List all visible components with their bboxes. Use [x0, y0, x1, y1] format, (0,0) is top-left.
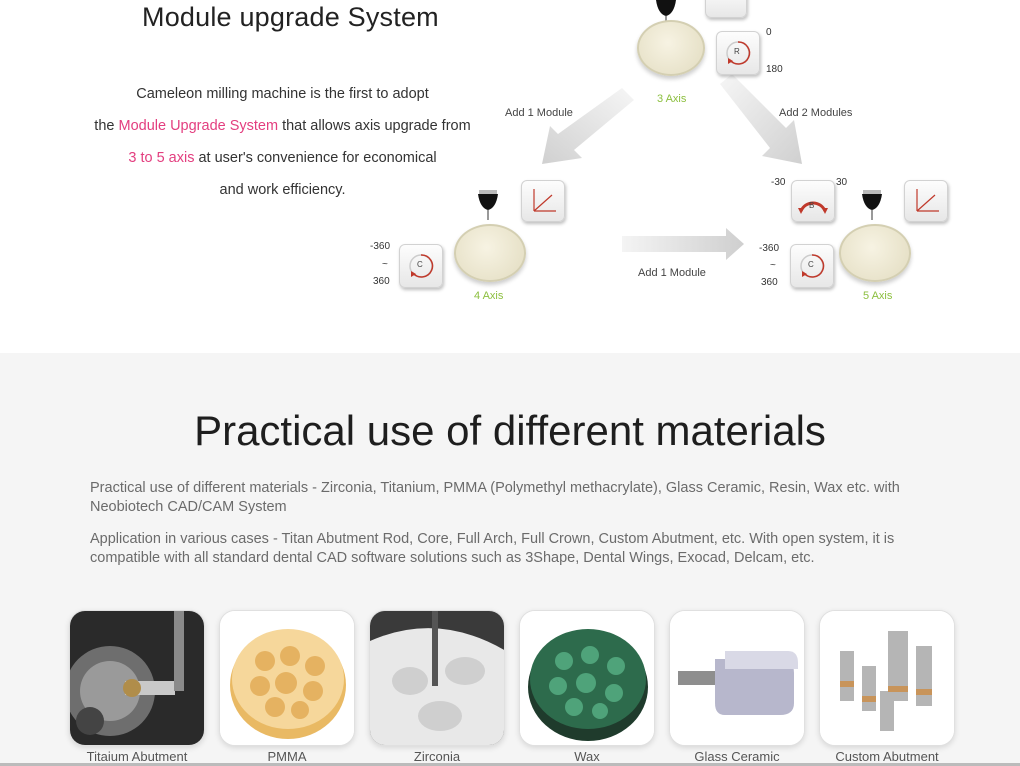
- arrow-left-down: [542, 88, 634, 164]
- module-upgrade-section: Module upgrade System Cameleon milling m…: [0, 0, 1020, 353]
- material-card-wax[interactable]: [519, 610, 655, 746]
- glass-ceramic-block-image: [670, 611, 804, 745]
- material-label-titanium-abutment: Titaium Abutment: [86, 749, 188, 764]
- material-card-pmma[interactable]: [219, 610, 355, 746]
- text-fragment: at user's convenience for economical: [194, 150, 437, 166]
- c5-degree-max: 360: [761, 277, 778, 288]
- materials-section: Practical use of different materials Pra…: [0, 353, 1020, 766]
- r-rotation-icon: R: [716, 31, 760, 75]
- disc-3-axis: [637, 20, 705, 76]
- b-axis-letter: B: [809, 201, 815, 210]
- material-label-custom-abutment: Custom Abutment: [835, 749, 939, 764]
- text-fragment: the: [94, 118, 119, 134]
- titanium-abutment-image: [70, 611, 204, 745]
- xyz-axis-icon: [904, 180, 948, 222]
- wax-disc-image: [520, 611, 654, 745]
- material-label-pmma: PMMA: [267, 749, 307, 764]
- material-card-glass-ceramic[interactable]: [669, 610, 805, 746]
- c5-degree-tilde: ~: [770, 260, 776, 271]
- milling-tool-icon: [862, 190, 882, 220]
- material-card-custom-abutment[interactable]: [819, 610, 955, 746]
- materials-title: Practical use of different materials: [194, 407, 826, 454]
- b-degree-max: 30: [836, 177, 848, 188]
- arrow-right-down: [720, 74, 802, 164]
- module-upgrade-title: Module upgrade System: [142, 2, 439, 32]
- c4-degree-min: -360: [370, 241, 391, 252]
- material-card-zirconia[interactable]: [369, 610, 505, 746]
- pmma-disc-image: [220, 611, 354, 745]
- axis-4-label: 4 Axis: [474, 290, 504, 302]
- description-line-2: the Module Upgrade System that allows ax…: [80, 110, 485, 142]
- material-label-wax: Wax: [574, 749, 600, 764]
- description-line-4: and work efficiency.: [219, 182, 346, 198]
- material-card-titanium-abutment[interactable]: [69, 610, 205, 746]
- text-fragment: that allows axis upgrade from: [278, 118, 471, 134]
- page-bottom-divider: [0, 763, 1020, 766]
- milling-tool-icon: [478, 190, 498, 220]
- material-cards: Titaium Abutment PMMA Zirconia: [69, 610, 959, 766]
- axis-upgrade-diagram: R 0 180 3 Axis Add 1 Module Add 2 Module…: [360, 0, 960, 320]
- upgrade-arrows: [542, 74, 802, 260]
- c4-degree-max: 360: [373, 276, 390, 287]
- c4-degree-tilde: ~: [382, 259, 388, 270]
- disc-4-axis: [454, 224, 526, 282]
- material-label-zirconia: Zirconia: [413, 749, 461, 764]
- xyz-axis-icon: [705, 0, 747, 18]
- r-degree-180: 180: [766, 64, 783, 75]
- module-upgrade-system-highlight: Module Upgrade System: [118, 118, 279, 134]
- material-label-glass-ceramic: Glass Ceramic: [694, 749, 780, 764]
- r-degree-0: 0: [766, 27, 772, 38]
- c-rotation-icon: C: [790, 244, 834, 288]
- description-line-3: 3 to 5 axis at user's convenience for ec…: [80, 142, 485, 174]
- disc-5-axis: [839, 224, 911, 282]
- c-axis-letter: C: [808, 260, 814, 269]
- b-degree-min: -30: [771, 177, 786, 188]
- c5-degree-min: -360: [759, 243, 780, 254]
- c-axis-letter: C: [417, 260, 423, 269]
- c-rotation-icon: C: [399, 244, 443, 288]
- add-1-module-left-label: Add 1 Module: [505, 107, 573, 119]
- description-line-1: Cameleon milling machine is the first to…: [136, 86, 429, 102]
- axis-range-highlight: 3 to 5 axis: [128, 150, 195, 166]
- xyz-axis-icon: [521, 180, 565, 222]
- r-axis-letter: R: [734, 47, 740, 56]
- axis-5-label: 5 Axis: [863, 290, 893, 302]
- custom-abutment-image: [820, 611, 954, 745]
- axis-3-label: 3 Axis: [657, 93, 687, 105]
- module-upgrade-description: Cameleon milling machine is the first to…: [80, 78, 485, 206]
- b-tilt-icon: B: [791, 180, 835, 222]
- materials-paragraph-1: Practical use of different materials - Z…: [90, 480, 900, 515]
- zirconia-image: [370, 611, 504, 745]
- arrow-right: [622, 228, 744, 260]
- add-1-module-bottom-label: Add 1 Module: [638, 267, 706, 279]
- materials-paragraph-2: Application in various cases - Titan Abu…: [90, 531, 895, 566]
- add-2-modules-label: Add 2 Modules: [779, 107, 853, 119]
